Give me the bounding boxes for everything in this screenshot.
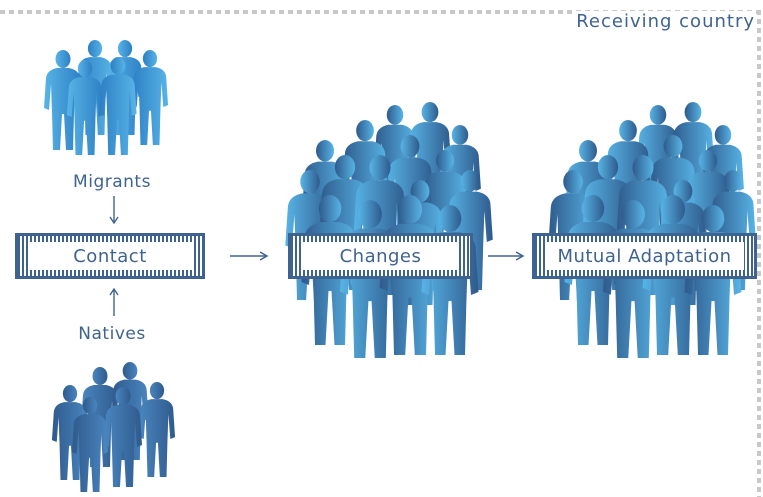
arrow-right-icon <box>488 251 525 261</box>
stage-label-changes: Changes <box>303 242 458 270</box>
migrants-label: Migrants <box>73 172 151 192</box>
stage-label-mutual-adaptation: Mutual Adaptation <box>545 242 744 270</box>
stage-box-mutual-adaptation: Mutual Adaptation <box>532 233 757 279</box>
stage-label-contact: Contact <box>28 242 192 270</box>
arrow-right-icon <box>230 251 269 261</box>
stage-box-changes: Changes <box>288 233 473 279</box>
stage-box-contact: Contact <box>15 233 205 279</box>
arrow-up-icon <box>109 287 119 316</box>
receiving-country-label: Receiving country <box>572 11 755 32</box>
arrow-down-icon <box>109 196 119 225</box>
migrants-crowd-icon <box>44 40 169 155</box>
dashed-border-right <box>757 10 761 497</box>
natives-crowd-icon <box>51 362 176 492</box>
natives-label: Natives <box>78 324 146 344</box>
dashed-border-top <box>0 10 763 14</box>
